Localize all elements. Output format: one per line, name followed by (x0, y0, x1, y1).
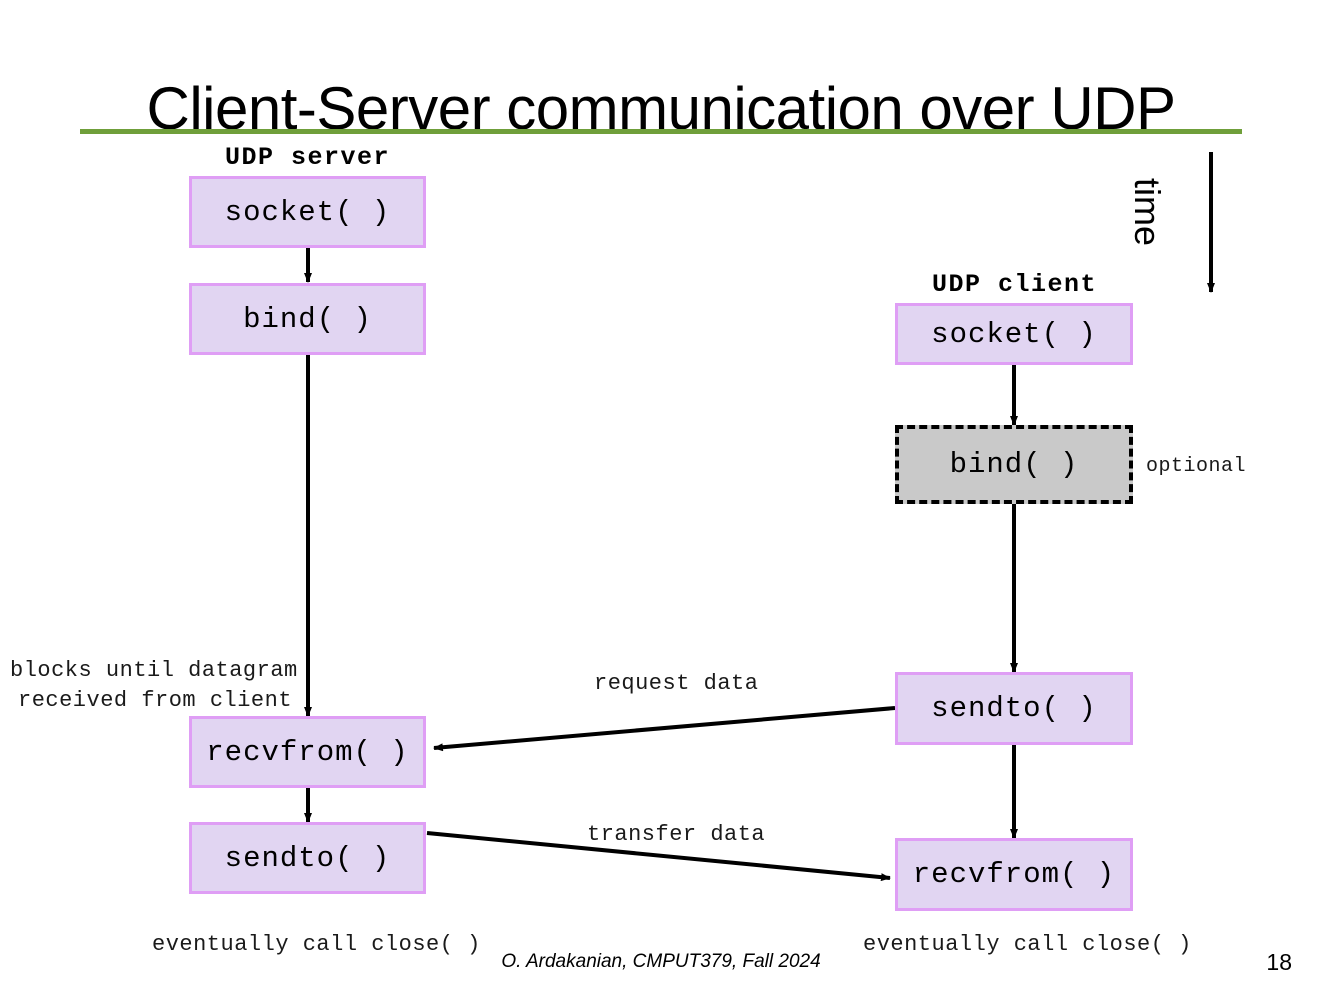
server-close-note: eventually call close( ) (152, 932, 481, 957)
server-step-sendto[interactable]: sendto( ) (189, 822, 426, 894)
time-axis-label: time (1127, 178, 1168, 247)
client-column-heading: UDP client (932, 270, 1098, 299)
server-step-socket[interactable]: socket( ) (189, 176, 426, 248)
client-step-bind-optional[interactable]: bind( ) (895, 425, 1133, 504)
server-step-bind[interactable]: bind( ) (189, 283, 426, 355)
title-divider-rule (80, 129, 1242, 134)
request-data-label: request data (594, 671, 759, 696)
client-step-socket[interactable]: socket( ) (895, 303, 1133, 365)
client-step-sendto[interactable]: sendto( ) (895, 672, 1133, 745)
transfer-data-label: transfer data (587, 822, 766, 847)
client-bind-optional-label: optional (1146, 455, 1247, 478)
client-step-recvfrom[interactable]: recvfrom( ) (895, 838, 1133, 911)
server-blocking-note-line1: blocks until datagram (10, 658, 298, 683)
server-blocking-note-line2: received from client (18, 688, 293, 713)
page-number: 18 (1266, 949, 1292, 975)
footer-credit: O. Ardakanian, CMPUT379, Fall 2024 (501, 951, 821, 972)
server-column-heading: UDP server (225, 143, 391, 172)
server-step-recvfrom[interactable]: recvfrom( ) (189, 716, 426, 788)
client-close-note: eventually call close( ) (863, 932, 1192, 957)
request-data-arrow (433, 706, 896, 752)
